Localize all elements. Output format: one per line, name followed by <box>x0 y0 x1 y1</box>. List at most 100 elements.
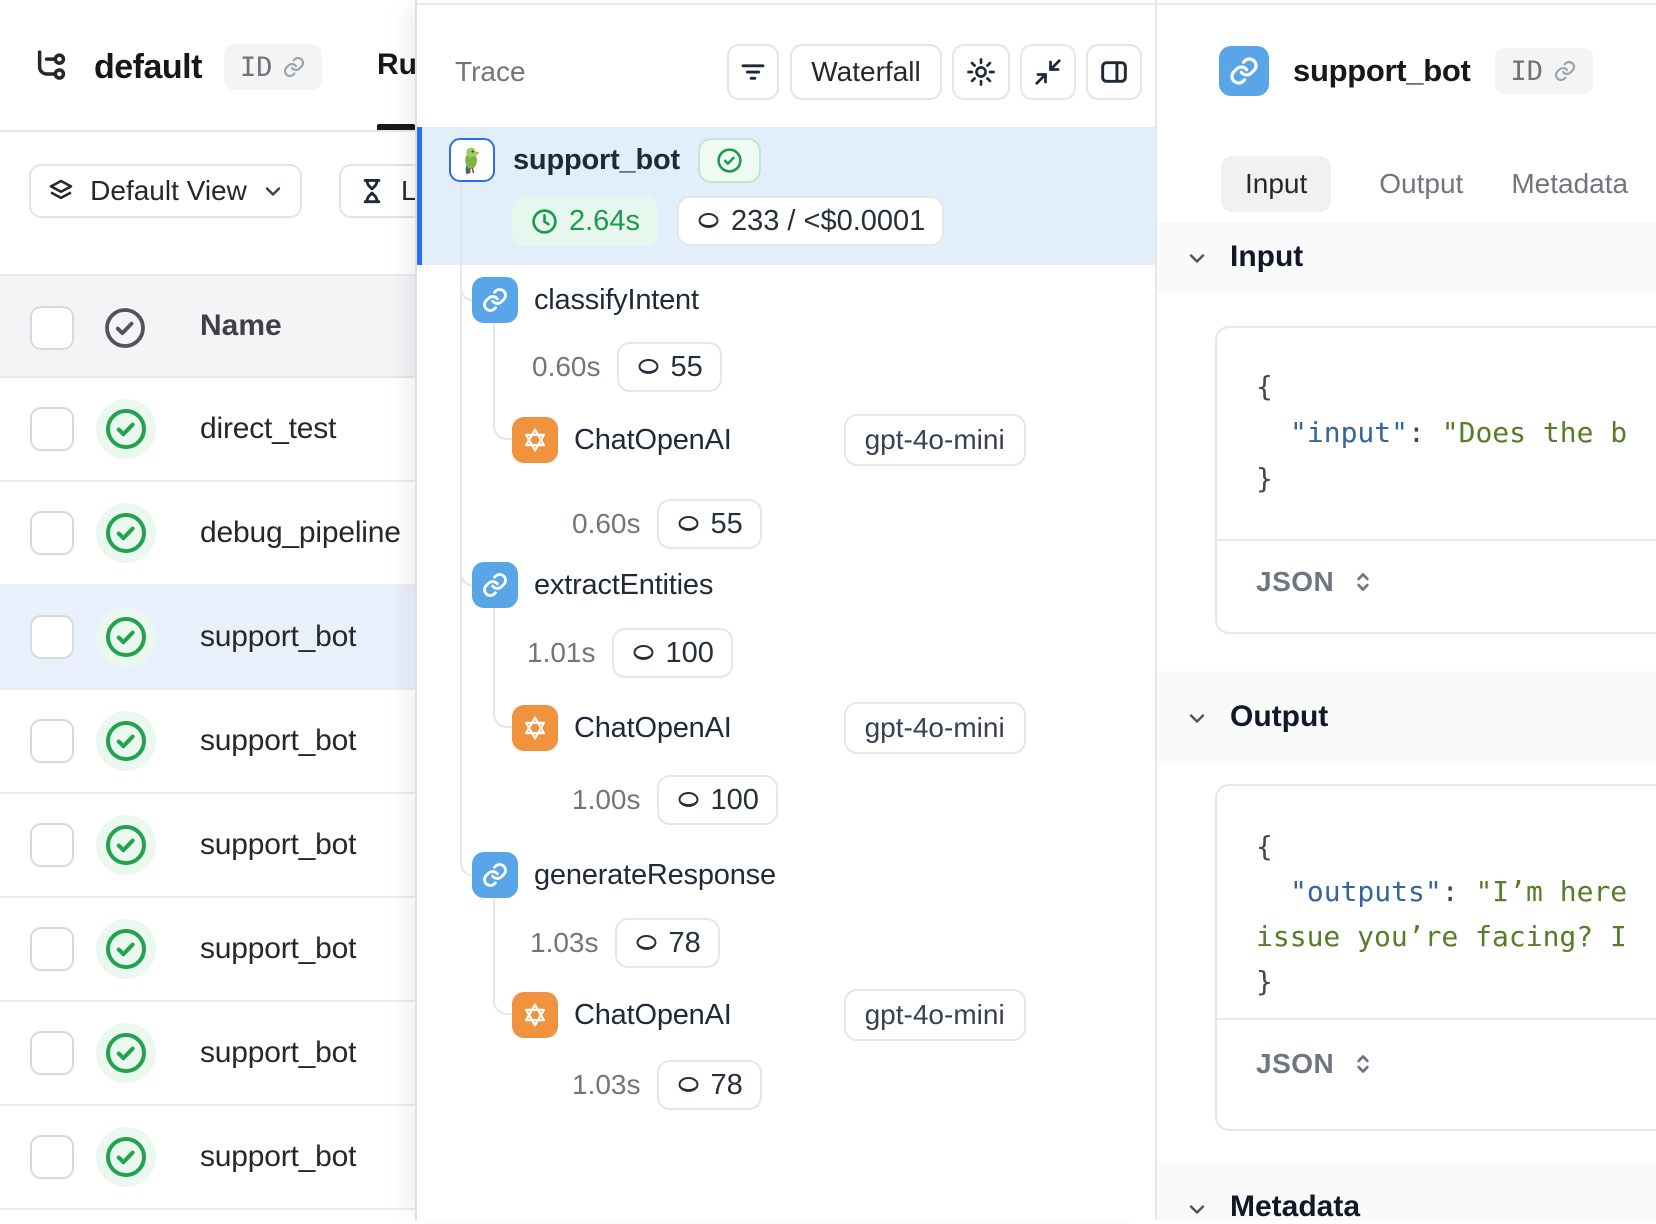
tab-runs-partial[interactable]: Ru <box>377 48 417 81</box>
settings-button[interactable] <box>952 44 1010 100</box>
code-string: "Does the b <box>1441 416 1628 449</box>
node-name: ChatOpenAI <box>574 423 732 456</box>
code-brace: { <box>1256 830 1273 863</box>
table-row[interactable]: direct_test <box>0 378 415 482</box>
table-row-selected[interactable]: support_bot <box>0 586 415 690</box>
format-label: JSON <box>1256 1048 1335 1079</box>
node-duration: 1.00s <box>572 784 641 815</box>
trace-node-generateResponse[interactable]: generateResponse <box>472 852 776 898</box>
success-status-icon <box>96 919 156 979</box>
trace-node-chatopenai[interactable]: ChatOpenAI gpt-4o-mini <box>512 702 1026 754</box>
node-name: generateResponse <box>534 858 776 891</box>
run-name: direct_test <box>200 412 337 445</box>
model-badge: gpt-4o-mini <box>843 989 1026 1041</box>
table-row[interactable]: debug_pipeline <box>0 482 415 586</box>
model-badge: gpt-4o-mini <box>843 414 1026 466</box>
metadata-section-header[interactable]: Metadata <box>1157 1163 1656 1223</box>
clock-icon <box>530 207 559 236</box>
trace-panel-title: Trace <box>455 56 526 87</box>
chevron-down-icon <box>1185 1197 1209 1221</box>
node-stats: 1.03s 78 <box>572 1060 762 1110</box>
openai-icon <box>512 705 558 751</box>
view-selector[interactable]: Default View <box>29 164 302 218</box>
tab-metadata[interactable]: Metadata <box>1511 168 1629 199</box>
run-tree-icon <box>30 46 72 88</box>
tab-input[interactable]: Input <box>1221 156 1332 212</box>
node-tokens: 100 <box>710 783 759 816</box>
active-tab-underline <box>377 124 415 131</box>
row-checkbox[interactable] <box>30 927 74 971</box>
node-name: ChatOpenAI <box>574 711 732 744</box>
status-column-icon <box>101 304 149 352</box>
detail-title: support_bot <box>1293 53 1471 88</box>
chain-icon <box>472 277 518 323</box>
root-run-name: support_bot <box>513 143 680 176</box>
row-checkbox[interactable] <box>30 407 74 451</box>
node-duration: 0.60s <box>532 351 601 382</box>
success-status-icon <box>96 1023 156 1083</box>
tab-output[interactable]: Output <box>1379 168 1464 199</box>
waterfall-view-button[interactable]: Waterfall <box>790 44 942 100</box>
node-duration: 0.60s <box>572 508 641 539</box>
table-row[interactable]: support_bot <box>0 794 415 898</box>
name-column-header[interactable]: Name <box>200 309 282 342</box>
select-all-checkbox[interactable] <box>30 306 74 350</box>
row-checkbox[interactable] <box>30 823 74 867</box>
selected-indicator-bar <box>417 127 422 265</box>
row-checkbox[interactable] <box>30 615 74 659</box>
view-selector-label: Default View <box>90 175 247 206</box>
hourglass-icon <box>357 176 387 206</box>
filter-button[interactable] <box>727 44 779 100</box>
model-badge: gpt-4o-mini <box>843 702 1026 754</box>
node-name: ChatOpenAI <box>574 998 732 1031</box>
row-checkbox[interactable] <box>30 1031 74 1075</box>
root-latency-badge: 2.64s <box>512 196 658 246</box>
token-icon <box>676 512 701 537</box>
minimize-icon <box>1033 57 1063 87</box>
code-brace: } <box>1256 965 1273 998</box>
gear-icon <box>965 56 997 88</box>
chevron-down-icon <box>1185 706 1209 730</box>
node-stats: 1.00s 100 <box>572 775 778 825</box>
root-success-badge <box>697 137 761 183</box>
node-stats: 1.01s 100 <box>527 628 733 678</box>
row-checkbox[interactable] <box>30 1135 74 1179</box>
format-selector[interactable]: JSON <box>1256 1048 1376 1080</box>
output-code-card: { "outputs": "I’m here issue you’re faci… <box>1215 784 1656 1131</box>
code-line: "input": "Does the b <box>1256 416 1627 449</box>
token-icon <box>631 641 656 666</box>
waterfall-label: Waterfall <box>811 56 921 87</box>
output-section-header[interactable]: Output <box>1157 671 1656 763</box>
token-icon <box>696 209 721 234</box>
table-row[interactable]: support_bot <box>0 898 415 1002</box>
success-status-icon <box>96 711 156 771</box>
trace-node-extractEntities[interactable]: extractEntities <box>472 562 713 608</box>
run-detail-panel: support_bot ID Input Output Metadata Inp… <box>1155 0 1656 1223</box>
row-checkbox[interactable] <box>30 719 74 763</box>
table-row[interactable]: support_bot <box>0 690 415 794</box>
row-checkbox[interactable] <box>30 511 74 555</box>
project-id-badge[interactable]: ID <box>223 44 323 90</box>
project-title: default <box>94 47 202 86</box>
side-panel-button[interactable] <box>1086 44 1142 100</box>
trace-node-chatopenai[interactable]: ChatOpenAI gpt-4o-mini <box>512 989 1026 1041</box>
success-status-icon <box>96 815 156 875</box>
chevron-down-icon <box>1185 246 1209 270</box>
openai-icon <box>512 992 558 1038</box>
code-line: { <box>1256 830 1273 863</box>
code-line: "outputs": "I’m here <box>1256 875 1627 908</box>
table-row[interactable]: support_bot <box>0 1002 415 1106</box>
format-selector[interactable]: JSON <box>1256 566 1376 598</box>
trace-node-chatopenai[interactable]: ChatOpenAI gpt-4o-mini <box>512 414 1026 466</box>
collapse-button[interactable] <box>1020 44 1076 100</box>
node-stats: 0.60s 55 <box>572 499 762 549</box>
link-icon <box>282 55 306 79</box>
node-name: classifyIntent <box>534 283 699 316</box>
trace-node-classifyIntent[interactable]: classifyIntent <box>472 277 699 323</box>
run-id-badge[interactable]: ID <box>1494 48 1594 94</box>
code-line: issue you’re facing? I <box>1256 920 1627 953</box>
node-tokens-badge: 78 <box>656 1060 762 1110</box>
table-row[interactable]: support_bot <box>0 1106 415 1210</box>
input-section-header[interactable]: Input <box>1157 222 1656 292</box>
chevron-down-icon <box>261 179 285 203</box>
